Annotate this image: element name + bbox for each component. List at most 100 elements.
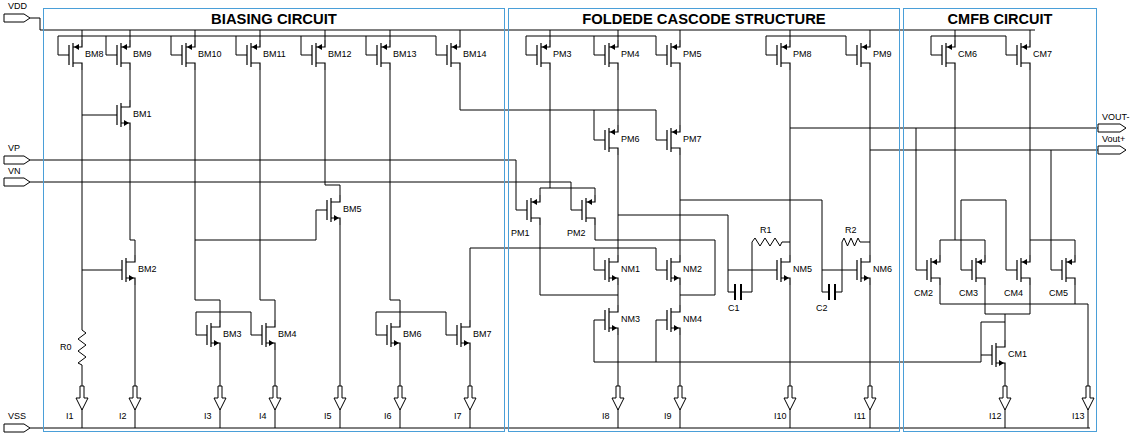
pmos-transistor	[770, 40, 790, 70]
device-name: PM7	[682, 134, 703, 145]
cmfb-wire	[916, 70, 1088, 428]
resistor-symbol	[78, 330, 86, 365]
device-name: PM6	[620, 134, 641, 145]
pin-symbol	[4, 178, 30, 186]
current-source-arrow	[214, 386, 226, 410]
pin-symbol	[4, 156, 30, 164]
nmos-transistor	[985, 340, 1005, 370]
cmfb-control-wire	[594, 320, 1005, 362]
pin-symbol	[1098, 146, 1126, 154]
nmos-transistor	[110, 100, 130, 130]
current-source-arrow	[394, 386, 406, 410]
pin-name: VSS	[7, 411, 27, 422]
current-label: I11	[853, 411, 867, 422]
pin-symbol	[4, 14, 30, 22]
current-label: I5	[323, 411, 333, 422]
device-name: PM9	[872, 49, 893, 60]
device-name: BM7	[472, 329, 493, 340]
nmos-transistor	[850, 255, 870, 285]
device-name: R2	[844, 225, 858, 236]
device-name: C2	[815, 303, 829, 314]
current-source-arrow	[674, 386, 686, 410]
circuit-region: BIASING CIRCUIT	[43, 8, 505, 432]
device-name: PM3	[552, 49, 573, 60]
device-name: BM9	[132, 49, 153, 60]
device-name: BM5	[342, 204, 363, 215]
pin-symbol	[4, 424, 30, 432]
pmos-transistor	[370, 40, 390, 70]
device-name: CM3	[958, 288, 979, 299]
current-label: I1	[65, 411, 75, 422]
pmos-transistor	[520, 195, 540, 225]
pmos-transistor	[1010, 255, 1030, 285]
current-source-arrow	[864, 386, 876, 410]
circuit-region: FOLDEDE CASCODE STRUCTURE	[508, 8, 900, 432]
pmos-transistor	[965, 255, 985, 285]
current-source-arrow	[784, 386, 796, 410]
pmos-transistor	[110, 40, 130, 70]
nmos-transistor	[660, 305, 680, 335]
device-name: PM2	[566, 228, 587, 239]
current-source-arrow	[464, 386, 476, 410]
pin-name: VP	[7, 143, 21, 154]
nmos-transistor	[320, 195, 340, 225]
device-name: NM6	[872, 264, 893, 275]
nmos-transistor	[598, 305, 618, 335]
pmos-transistor	[530, 40, 550, 70]
nmos-transistor	[660, 255, 680, 285]
circuit-region: CMFB CIRCUIT	[903, 8, 1097, 432]
device-name: CM4	[1003, 288, 1024, 299]
current-label: I7	[453, 411, 463, 422]
device-name: NM4	[682, 314, 703, 325]
device-name: BM4	[277, 329, 298, 340]
device-name: BM6	[402, 329, 423, 340]
bias-line-wire	[460, 70, 660, 320]
device-name: NM5	[792, 264, 813, 275]
current-label: I9	[663, 411, 673, 422]
current-source-arrow	[1082, 386, 1094, 410]
device-name: CM2	[913, 288, 934, 299]
region-heading: FOLDEDE CASCODE STRUCTURE	[509, 9, 899, 28]
supply-rail	[30, 18, 1090, 428]
nmos-transistor	[115, 255, 135, 285]
nmos-transistor	[200, 320, 220, 350]
device-name: C1	[727, 303, 741, 314]
device-name: BM8	[84, 49, 105, 60]
device-name: BM13	[392, 49, 418, 60]
pin-symbol	[1098, 124, 1126, 132]
pmos-transistor	[1010, 40, 1030, 70]
current-label: I2	[118, 411, 128, 422]
device-name: CM6	[957, 49, 978, 60]
current-label: I4	[258, 411, 268, 422]
current-label: I3	[203, 411, 213, 422]
device-name: CM5	[1048, 288, 1069, 299]
region-heading: CMFB CIRCUIT	[904, 9, 1096, 28]
device-name: NM1	[620, 264, 641, 275]
second-stage-wire	[618, 70, 1098, 428]
device-name: BM11	[262, 49, 287, 60]
device-name: NM2	[682, 264, 703, 275]
pmos-transistor	[660, 40, 680, 70]
device-name: R0	[59, 342, 73, 353]
pmos-transistor	[598, 40, 618, 70]
current-source-arrow	[76, 386, 88, 410]
current-label: I12	[988, 411, 1003, 422]
pmos-transistor	[935, 40, 955, 70]
device-name: PM5	[682, 49, 703, 60]
resistor-symbol	[752, 238, 782, 246]
pin-name: Vout+	[1101, 134, 1126, 145]
pmos-transistor	[575, 195, 595, 225]
current-label: I6	[383, 411, 393, 422]
device-name: PM8	[792, 49, 813, 60]
current-source-arrow	[334, 386, 346, 410]
cascode-wire	[618, 70, 680, 428]
device-name: CM1	[1007, 349, 1028, 360]
device-name: CM7	[1032, 49, 1053, 60]
device-name: BM14	[462, 49, 488, 60]
current-source-arrow	[999, 386, 1011, 410]
resistor-symbol	[842, 238, 860, 246]
pin-name: VOUT-	[1101, 112, 1131, 123]
